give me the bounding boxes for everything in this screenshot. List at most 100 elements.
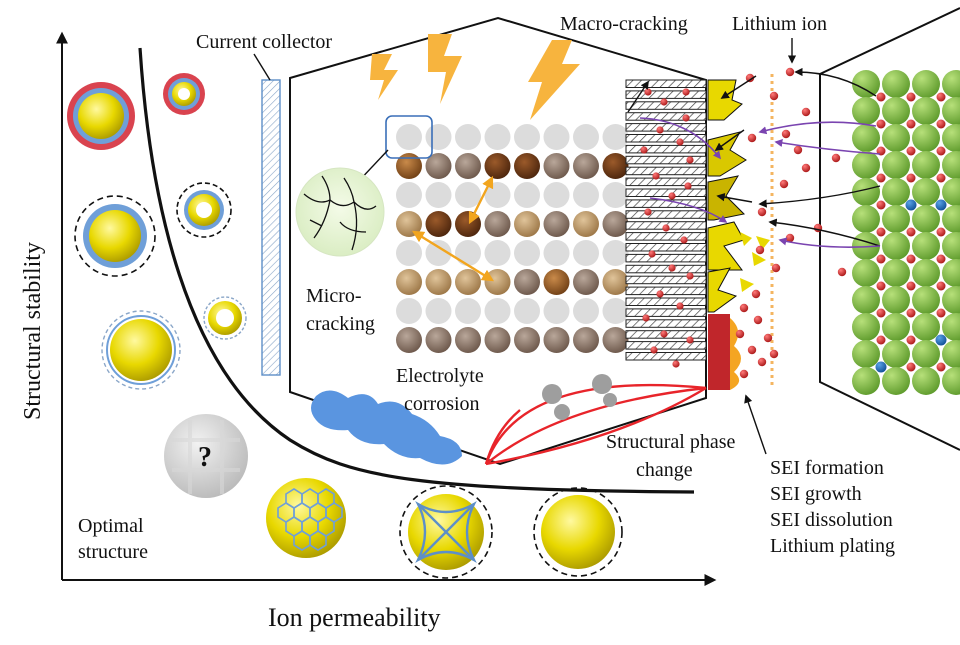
li-ion-in-anode (906, 254, 916, 264)
li-ion (757, 357, 767, 367)
structural-phase-label-line1: Structural phase (606, 431, 736, 453)
anode-host-sphere (852, 151, 880, 179)
anode-host-sphere (942, 286, 960, 314)
grid-particle (514, 211, 540, 237)
li-ion-in-anode (936, 173, 946, 183)
li-ion-in-anode (876, 281, 886, 291)
li-ion-in-anode (876, 119, 886, 129)
grid-particle (573, 153, 599, 179)
grid-particle (484, 327, 511, 353)
stack-layer (625, 319, 707, 328)
left-particle-structures: ? Optimal structure (67, 73, 623, 579)
li-ion (769, 349, 779, 359)
sei-process-item: SEI formation (770, 457, 884, 479)
grid-particle (602, 153, 629, 179)
li-ion (747, 133, 757, 143)
li-ion-in-stack (644, 208, 652, 216)
anode-dopant-atom (935, 199, 947, 211)
grid-particle (425, 269, 452, 295)
grid-particle (455, 182, 481, 208)
li-ion-in-anode (906, 146, 916, 156)
anode-host-sphere (852, 367, 880, 395)
li-ion-in-stack (682, 114, 690, 122)
anode-host-sphere (882, 124, 910, 152)
li-ion-in-stack (660, 98, 668, 106)
anode-host-sphere (942, 259, 960, 287)
anode-dopant-atom (905, 199, 917, 211)
anode-host-sphere (942, 178, 960, 206)
anode-host-sphere (882, 205, 910, 233)
anode-host-sphere (942, 151, 960, 179)
red-blue-hollow-particle-small (163, 73, 205, 115)
stack-layer (625, 308, 707, 317)
tradeoff-curve (138, 47, 695, 494)
li-ion-in-stack (668, 192, 676, 200)
grid-particle (514, 269, 540, 295)
structural-phase-change: Structural phase change (484, 374, 736, 481)
anode-host-sphere (882, 259, 910, 287)
li-ion-in-anode (936, 281, 946, 291)
x-axis-label: Ion permeability (268, 603, 441, 632)
grid-particle (484, 298, 511, 324)
grid-particle (425, 182, 452, 208)
lithium-ions (735, 67, 847, 379)
grid-particle (543, 182, 570, 208)
li-ion-in-stack (662, 224, 670, 232)
anode-dopant-atom (935, 334, 947, 346)
anode-host-sphere (852, 259, 880, 287)
li-ion-in-anode (906, 335, 916, 345)
sei-process-item: SEI dissolution (770, 509, 893, 531)
y-axis-label: Structural stability (20, 242, 46, 420)
grid-particle (543, 211, 570, 237)
anode-host-sphere (942, 340, 960, 368)
unknown-optimal-particle: ? (164, 414, 248, 498)
lightning-bolt-icon (528, 40, 580, 120)
li-ion (831, 153, 841, 163)
li-ion-in-stack (660, 330, 668, 338)
grid-particle (573, 124, 599, 150)
stack-layer (625, 134, 707, 143)
question-mark: ? (198, 442, 212, 473)
honeycomb-particle (266, 478, 346, 558)
stack-layer (625, 155, 707, 165)
anode-host-sphere (852, 124, 880, 152)
anode-host-sphere (912, 151, 940, 179)
grid-particle (543, 153, 570, 179)
grid-particle (514, 153, 540, 179)
sei-pointer (744, 394, 767, 455)
optimal-structure-label-line2: structure (78, 541, 148, 563)
li-ion (739, 369, 749, 379)
li-ion-in-stack (642, 314, 650, 322)
grid-particle (602, 211, 629, 237)
li-ion (781, 129, 791, 139)
li-ion (801, 163, 811, 173)
anode-host-sphere (912, 205, 940, 233)
dashed-blue-shell-particle (74, 195, 156, 277)
grid-particle (573, 327, 599, 353)
anode-host-sphere (852, 313, 880, 341)
anode-host-sphere (852, 70, 880, 98)
li-ion-in-stack (656, 126, 664, 134)
li-ion-in-stack (676, 138, 684, 146)
li-ion-in-stack (686, 272, 694, 280)
li-ion-in-stack (686, 336, 694, 344)
anode-host-sphere (942, 232, 960, 260)
anode-host-sphere (912, 286, 940, 314)
grid-particle (573, 182, 599, 208)
stack-layer (625, 275, 707, 285)
stack-layer (625, 144, 707, 154)
grid-particle (396, 211, 422, 237)
lightning-bolt-icon (428, 34, 462, 104)
anode-host-sphere (912, 259, 940, 287)
anode-host-sphere (882, 232, 910, 260)
stack-layer (625, 177, 707, 187)
li-ion-in-stack (684, 182, 692, 190)
li-ion-in-anode (936, 362, 946, 372)
grid-particle (455, 298, 481, 324)
li-ion (769, 91, 779, 101)
li-ion (779, 179, 789, 189)
grid-particle (602, 240, 629, 266)
li-ion-in-stack (650, 346, 658, 354)
li-ion-in-anode (876, 227, 886, 237)
